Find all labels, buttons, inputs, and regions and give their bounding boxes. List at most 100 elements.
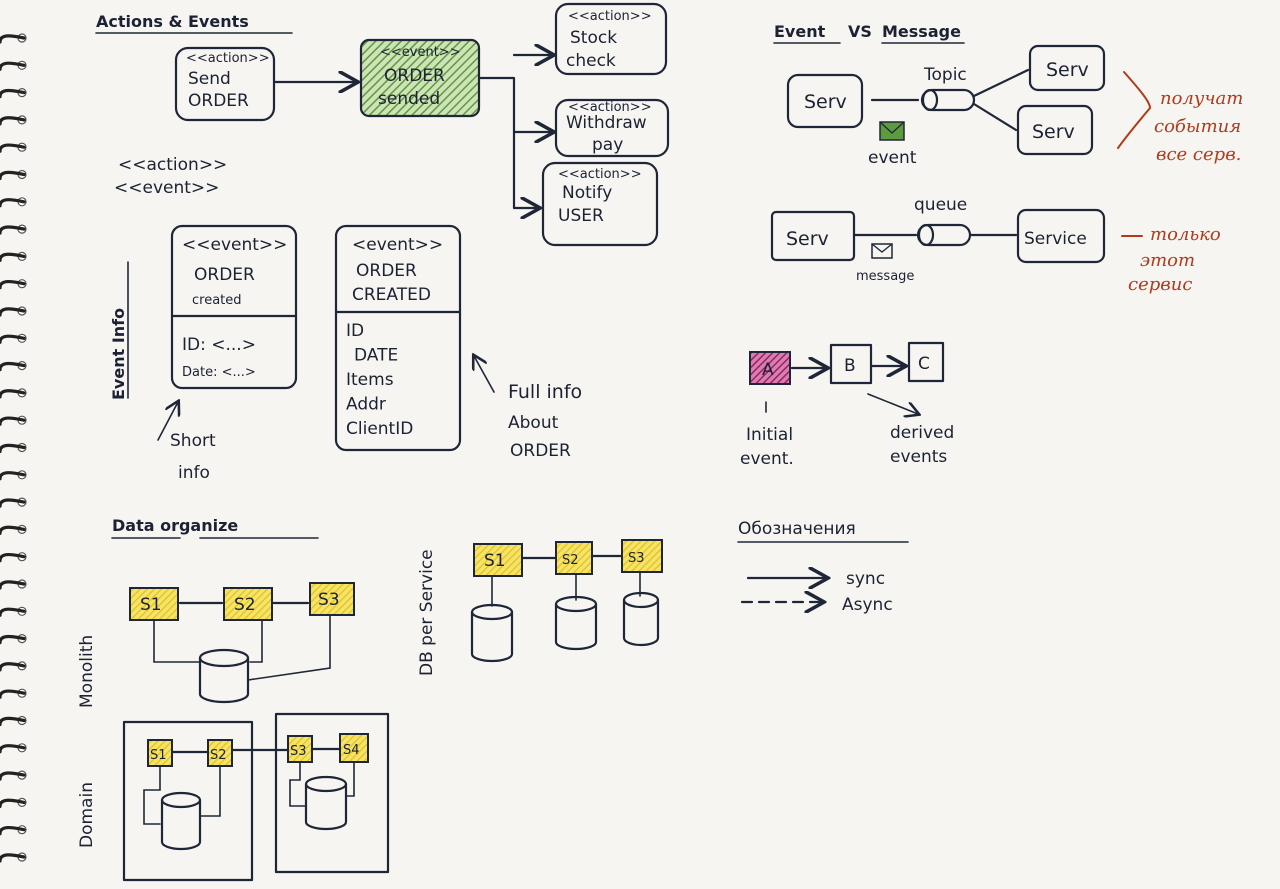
topic-label: Topic (923, 65, 967, 85)
short-event-field-id: ID: <...> (182, 335, 256, 355)
notify-user-line1: Notify (562, 183, 612, 203)
monolith-side-label: Monolith (77, 635, 97, 708)
binding-ring (0, 225, 26, 235)
db-per-service-side-label: DB per Service (417, 549, 437, 676)
monolith-s2-label: S2 (234, 595, 256, 615)
red-note-1-line3: все серв. (1156, 144, 1241, 165)
binding-ring (0, 471, 26, 481)
data-organize-section: Data organize Monolith Domain DB per Ser… (77, 516, 663, 882)
stock-check-box (554, 2, 668, 76)
binding-ring (0, 552, 26, 563)
dbps-db-1-icon (470, 603, 514, 663)
binding-ring (0, 634, 26, 645)
full-info-note-1: Full info (508, 381, 582, 403)
dbps-s3 (621, 539, 663, 573)
stock-check-line2: check (566, 51, 616, 71)
binding-ring (0, 279, 26, 290)
message-label: message (856, 269, 914, 284)
legend-title: Обозначения (738, 519, 856, 539)
evm-title-message: Message (882, 22, 961, 41)
short-info-note-2: info (178, 463, 210, 483)
queue-label: queue (914, 195, 967, 215)
notify-user-line2: USER (558, 206, 604, 226)
red-note-2-line3: сервис (1128, 274, 1192, 295)
section-title-actions-events: Actions & Events (96, 12, 249, 31)
serv-publisher-label: Serv (804, 91, 847, 113)
dbps-s1-label: S1 (484, 551, 506, 571)
node-c-label: C (918, 354, 930, 374)
evm-title-vs: VS (848, 22, 872, 41)
data-organize-title: Data organize (112, 516, 238, 535)
binding-ring (0, 689, 26, 699)
full-event-field: Items (346, 370, 394, 390)
initial-event-node-a (749, 351, 791, 385)
evm-title-event: Event (774, 22, 826, 41)
domain-s1-label: S1 (150, 748, 167, 763)
domain-s2-label: S2 (210, 748, 227, 763)
event-info-side-label: Event Info (109, 308, 128, 400)
dbps-s1 (473, 543, 523, 577)
serv-subscriber-1-box (1028, 44, 1106, 92)
binding-ring (0, 525, 26, 535)
binding-ring (0, 798, 26, 808)
domain-s1 (147, 739, 173, 767)
serv-sender-label: Serv (786, 228, 829, 250)
binding-ring (0, 198, 26, 208)
send-order-stereotype: <<action>> (186, 51, 270, 66)
short-event-box (170, 224, 298, 390)
order-sended-line2: sended (378, 89, 440, 109)
full-event-box (334, 224, 462, 452)
full-event-field: ID (346, 321, 364, 341)
stock-check-line1: Stock (570, 28, 617, 48)
binding-ring (0, 389, 26, 399)
notify-user-box (541, 161, 659, 247)
domain-side-label: Domain (77, 782, 97, 848)
send-order-line2: ORDER (188, 91, 249, 111)
full-event-field: DATE (354, 346, 398, 366)
binding-ring (0, 116, 26, 126)
domain-2-db-icon (304, 775, 348, 831)
binding-ring (0, 825, 26, 836)
binding-ring (0, 443, 26, 454)
full-event-field: Addr (346, 395, 386, 415)
node-b-label: B (844, 356, 856, 376)
dbps-db-2-icon (554, 595, 598, 651)
binding-ring (0, 853, 26, 863)
short-event-line2: created (192, 293, 242, 308)
binding-ring (0, 744, 26, 754)
dbps-db-3-icon (622, 591, 660, 647)
full-event-field: ClientID (346, 419, 413, 439)
node-a-label: A (762, 360, 774, 380)
serv-subscriber-2-box (1016, 104, 1094, 156)
full-info-note-3: ORDER (510, 441, 571, 461)
derived-node-b (829, 343, 873, 385)
legend-event-stereotype: <<event>> (114, 178, 219, 198)
monolith-s3-label: S3 (318, 590, 340, 610)
binding-ring (0, 143, 26, 153)
domain-2-box (274, 712, 390, 874)
domain-1-box (122, 720, 254, 882)
full-info-note-2: About (508, 413, 559, 433)
stock-check-stereotype: <<action>> (568, 9, 652, 24)
service-receiver-label: Service (1024, 229, 1087, 249)
domain-s3-label: S3 (290, 744, 307, 759)
event-info-section: Event Info <<event>> ORDER created ID: <… (109, 224, 582, 483)
serv-subscriber-2-label: Serv (1032, 121, 1075, 143)
full-event-line2: CREATED (352, 285, 431, 305)
event-vs-message-section: Event VS Message Serv Topic Serv Serv ev… (770, 22, 1243, 295)
legend-sync-label: sync (846, 569, 885, 589)
event-label: event (868, 148, 917, 168)
monolith-s2 (223, 587, 273, 621)
derived-node-c (907, 341, 945, 383)
domain-s3 (287, 735, 313, 763)
topic-cylinder (920, 88, 976, 112)
red-note-2-line1: только (1150, 224, 1221, 245)
send-order-box (174, 46, 276, 122)
red-note-2-line2: этот (1140, 250, 1195, 271)
legend-async-label: Async (842, 595, 893, 615)
derived-events-note-1: derived (890, 423, 954, 443)
event-envelope-icon (879, 121, 905, 141)
binding-ring (0, 307, 26, 317)
